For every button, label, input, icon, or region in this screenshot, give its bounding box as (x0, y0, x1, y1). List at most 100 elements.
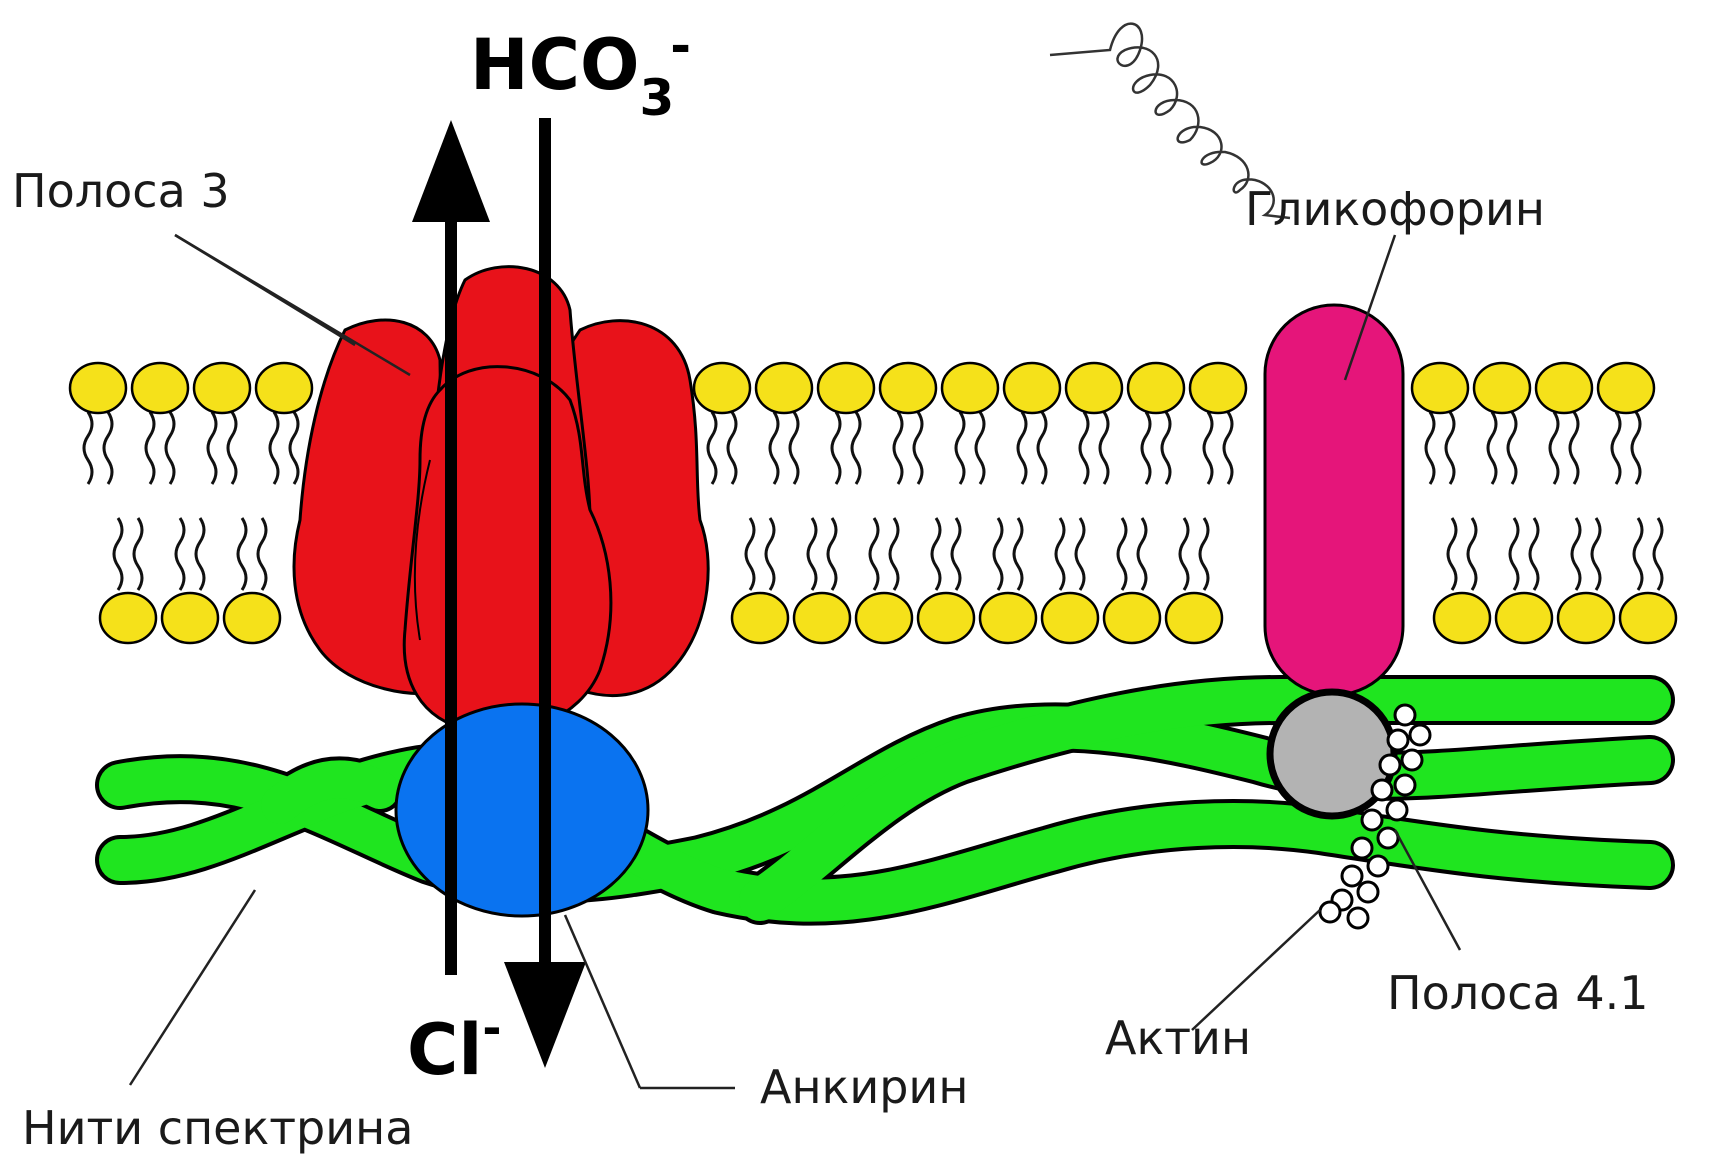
glycophorin-label: Гликофорин (1245, 186, 1545, 232)
band3-label: Полоса 3 (12, 168, 230, 214)
bicarbonate-arrow-head (504, 962, 586, 1068)
chloride-arrow-shaft (445, 215, 457, 975)
actin-bead (1387, 800, 1407, 820)
lipid-tail (1204, 412, 1232, 484)
lipid-head (794, 593, 850, 643)
spectrin-leader (130, 890, 255, 1085)
lipid-head (694, 363, 750, 413)
lipid-head (1474, 363, 1530, 413)
chloride-superscript: - (482, 1001, 501, 1055)
lipid-tail (1426, 412, 1454, 484)
lipid-tail (956, 412, 984, 484)
lipid-tail (1488, 412, 1516, 484)
actin-bead (1395, 775, 1415, 795)
lipid-head (1128, 363, 1184, 413)
lipid-tail (1018, 412, 1046, 484)
lipid-tail (146, 412, 174, 484)
lipid-tail (270, 412, 298, 484)
lipid-head (1104, 593, 1160, 643)
lipid-head (1166, 593, 1222, 643)
lipid-head (1598, 363, 1654, 413)
lipid-tail (1510, 518, 1538, 590)
lipid-tail (894, 412, 922, 484)
actin-bead (1402, 750, 1422, 770)
lipid-head (1412, 363, 1468, 413)
lipid-head (194, 363, 250, 413)
lipid-head (162, 593, 218, 643)
lipid-head (818, 363, 874, 413)
lipid-tail (708, 412, 736, 484)
lipid-tail (808, 518, 836, 590)
lipid-tail (1080, 412, 1108, 484)
actin-bead (1388, 730, 1408, 750)
lipid-head (132, 363, 188, 413)
ankyrin-protein (396, 704, 648, 916)
lipid-head (100, 593, 156, 643)
actin-label: Актин (1105, 1015, 1251, 1061)
actin-bead (1352, 838, 1372, 858)
lipid-tail (1142, 412, 1170, 484)
lipid-head (732, 593, 788, 643)
actin-bead (1348, 908, 1368, 928)
lipid-tail (870, 518, 898, 590)
actin-bead (1372, 780, 1392, 800)
ankyrin-label: Анкирин (760, 1064, 968, 1110)
lipid-head (756, 363, 812, 413)
lipid-tail (176, 518, 204, 590)
lipid-tail (1612, 412, 1640, 484)
lipid-head (1042, 593, 1098, 643)
chloride-ion-label: Cl- (407, 1015, 501, 1085)
lipid-head (1496, 593, 1552, 643)
lipid-tail (114, 518, 142, 590)
lipid-tail (932, 518, 960, 590)
lipid-tail (208, 412, 236, 484)
actin-bead (1380, 755, 1400, 775)
bicarbonate-subscript: 3 (639, 69, 674, 127)
lipid-head (880, 363, 936, 413)
lipid-head (1190, 363, 1246, 413)
actin-bead (1320, 902, 1340, 922)
lipid-tail (832, 412, 860, 484)
band3-leader (175, 235, 410, 375)
bicarbonate-base: HCO (470, 24, 639, 106)
chloride-base: Cl (407, 1009, 482, 1091)
lipid-tail (1180, 518, 1208, 590)
lipid-tail (1448, 518, 1476, 590)
lipid-head (1536, 363, 1592, 413)
lipid-head (918, 593, 974, 643)
chloride-arrow-head (412, 120, 490, 222)
lipid-head (1558, 593, 1614, 643)
lipid-head (942, 363, 998, 413)
bicarbonate-superscript: - (670, 17, 691, 75)
actin-bead (1342, 866, 1362, 886)
bicarbonate-ion-label: HCO3- (470, 30, 691, 100)
lipid-tail (1572, 518, 1600, 590)
band3-protein (294, 267, 708, 733)
lipid-tail (1634, 518, 1662, 590)
lipid-head (1434, 593, 1490, 643)
spectrin-label: Нити спектрина (22, 1105, 413, 1151)
lipid-head (70, 363, 126, 413)
actin-bead (1368, 856, 1388, 876)
lipid-tail (746, 518, 774, 590)
lipid-head (1066, 363, 1122, 413)
actin-bead (1395, 705, 1415, 725)
lipid-tail (1118, 518, 1146, 590)
lipid-head (1620, 593, 1676, 643)
lipid-tail (238, 518, 266, 590)
lipid-tail (1056, 518, 1084, 590)
actin-bead (1362, 810, 1382, 830)
actin-bead (1358, 882, 1378, 902)
lipid-head (256, 363, 312, 413)
lipid-tail (84, 412, 112, 484)
ankyrin-leader (565, 915, 640, 1088)
lipid-head (980, 593, 1036, 643)
band41-label: Полоса 4.1 (1387, 970, 1649, 1016)
lipid-tail (1550, 412, 1578, 484)
glycophorin-protein (1265, 305, 1403, 695)
bicarbonate-arrow-shaft (539, 118, 551, 973)
lipid-tail (994, 518, 1022, 590)
lipid-head (1004, 363, 1060, 413)
lipid-head (224, 593, 280, 643)
lipid-tail (770, 412, 798, 484)
